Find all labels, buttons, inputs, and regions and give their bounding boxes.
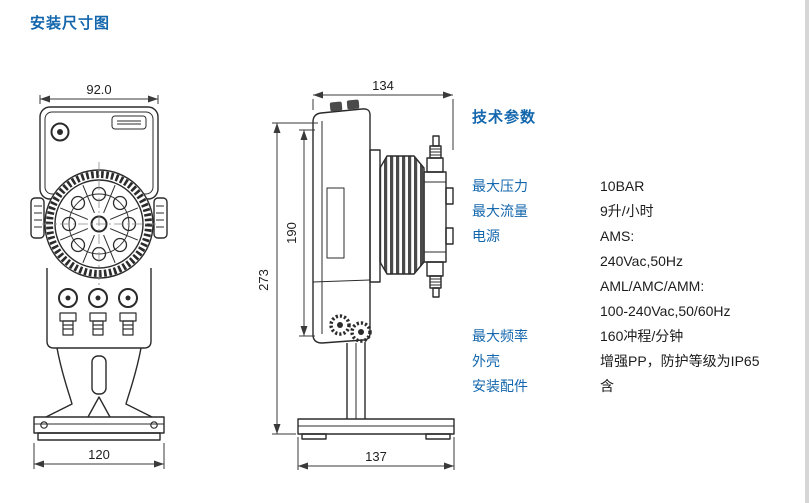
dim-overall-height: 273 <box>256 269 271 291</box>
page-title: 安装尺寸图 <box>30 15 111 32</box>
spec-rows: 最大压力 10BAR 最大流量 9升/小时 电源 AMS: 240Vac,50H… <box>472 173 807 398</box>
dimension-lines <box>33 91 455 470</box>
specs-panel: 技术参数 最大压力 10BAR 最大流量 9升/小时 电源 AMS: 240Va… <box>472 106 807 398</box>
dim-front-width: 92.0 <box>86 82 111 97</box>
spec-label: 最大流量 <box>472 202 528 219</box>
spec-row-power: 电源 AMS: <box>472 223 807 248</box>
spec-value: 100-240Vac,50/60Hz <box>600 302 731 319</box>
specs-heading: 技术参数 <box>472 109 537 126</box>
spec-label: 外壳 <box>472 352 500 369</box>
spec-value: 含 <box>600 377 614 394</box>
spec-label: 最大压力 <box>472 177 528 194</box>
scrollbar[interactable] <box>805 0 809 503</box>
dim-body-height: 190 <box>284 222 299 244</box>
spec-value: 240Vac,50Hz <box>600 252 684 269</box>
dim-side-width: 134 <box>372 78 394 93</box>
spec-value: AMS: <box>600 227 635 244</box>
spec-row-max-flow: 最大流量 9升/小时 <box>472 198 807 223</box>
spec-value: AML/AMC/AMM: <box>600 277 705 294</box>
spec-label: 最大频率 <box>472 327 528 344</box>
spec-row-max-pressure: 最大压力 10BAR <box>472 173 807 198</box>
spec-row-enclosure: 外壳 增强PP，防护等级为IP65 <box>472 348 807 373</box>
pump-front-view <box>30 106 168 441</box>
spec-row-power-aml-volts: 100-240Vac,50/60Hz <box>472 298 807 323</box>
spec-label: 安装配件 <box>472 377 528 394</box>
pump-side-view <box>297 99 455 440</box>
spec-value: 160冲程/分钟 <box>600 327 684 344</box>
spec-row-max-frequency: 最大频率 160冲程/分钟 <box>472 323 807 348</box>
spec-value: 10BAR <box>600 177 645 194</box>
spec-label: 电源 <box>472 227 500 244</box>
spec-row-mounting-kit: 安装配件 含 <box>472 373 807 398</box>
spec-value: 增强PP，防护等级为IP65 <box>600 352 760 369</box>
spec-value: 9升/小时 <box>600 202 654 219</box>
spec-row-power-aml: AML/AMC/AMM: <box>472 273 807 298</box>
dimension-drawing: 92.0 120 273 190 134 137 <box>30 78 455 470</box>
spec-row-power-ams: 240Vac,50Hz <box>472 248 807 273</box>
dim-side-base: 137 <box>365 449 387 464</box>
dim-front-base: 120 <box>88 447 110 462</box>
